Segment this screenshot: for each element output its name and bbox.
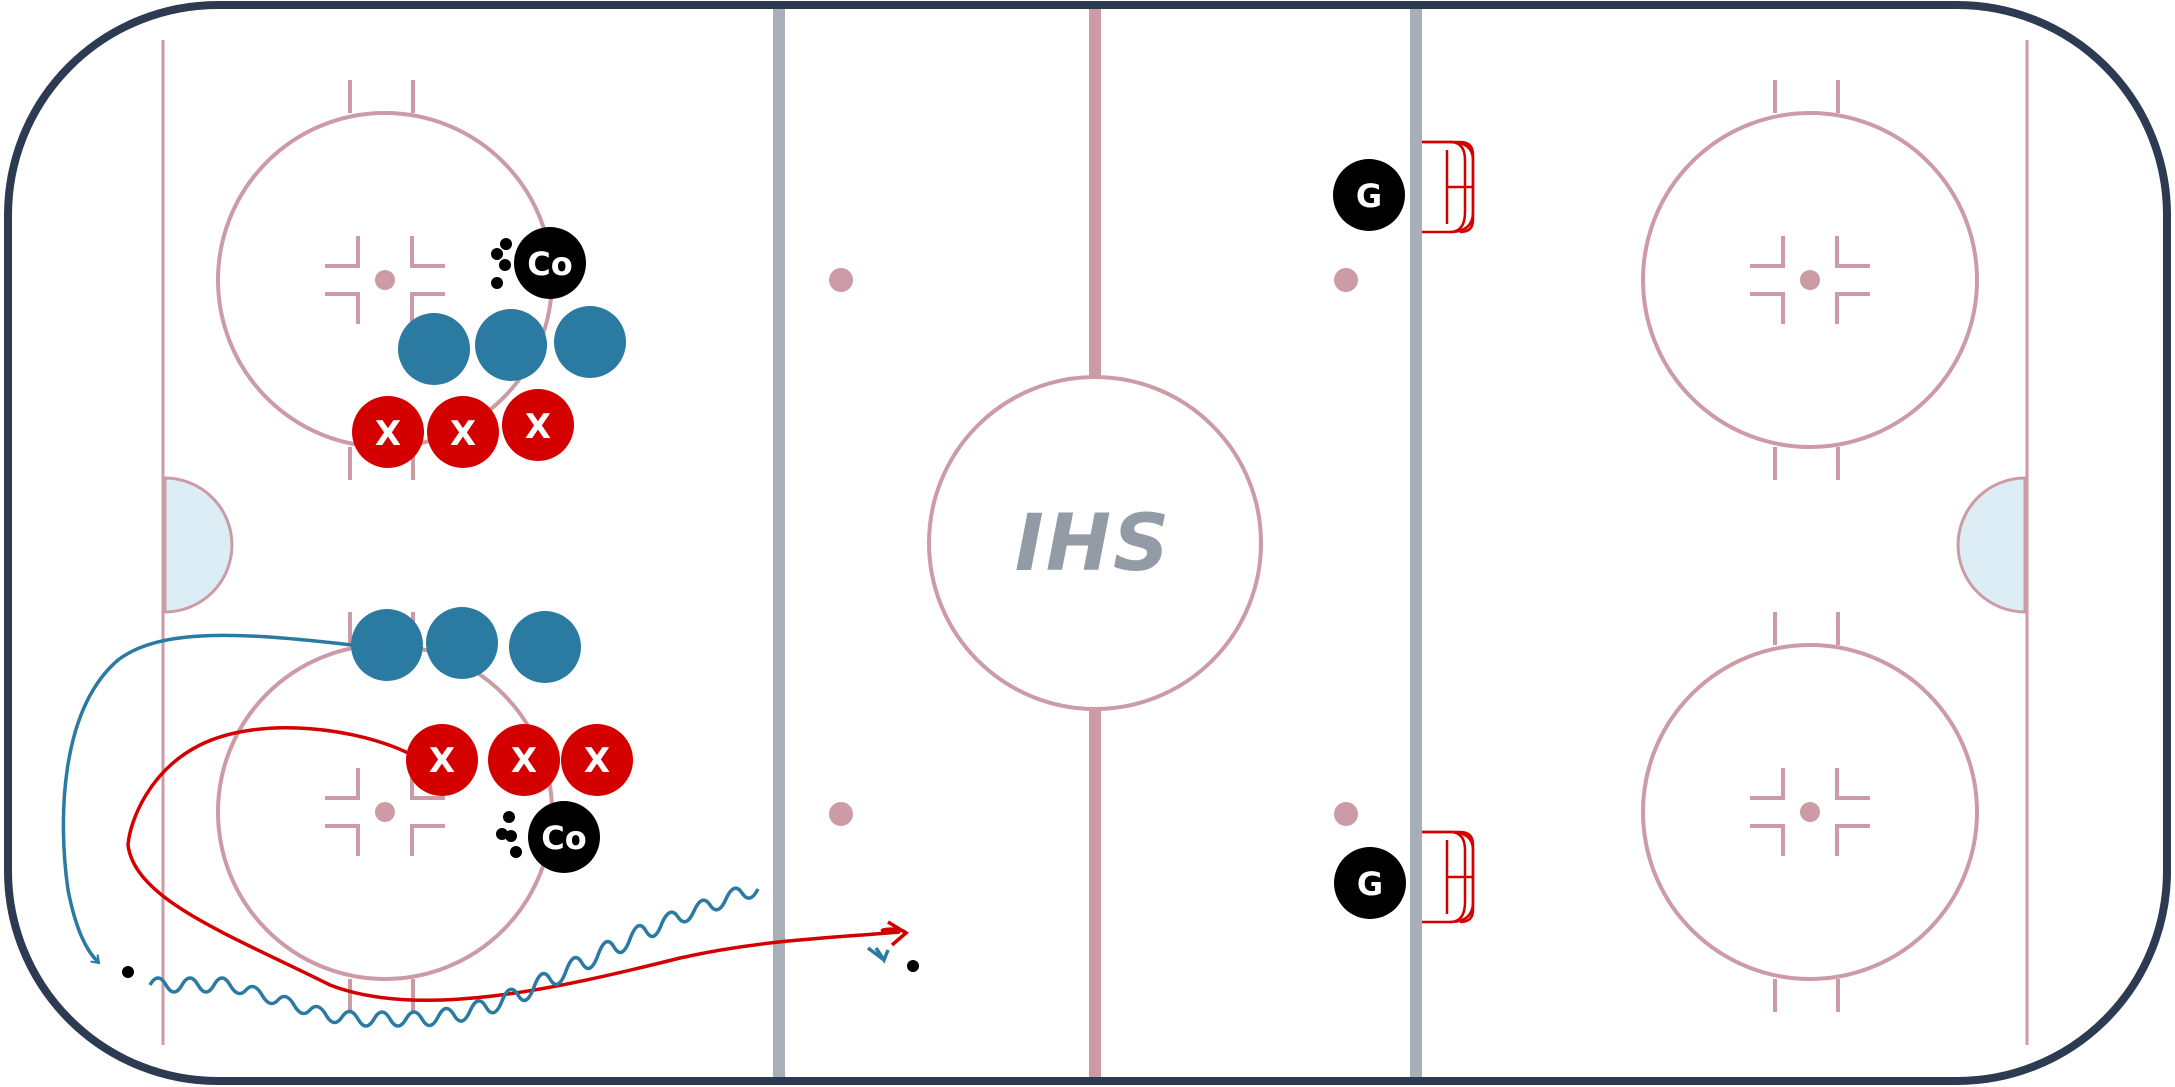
svg-text:G: G	[1356, 177, 1382, 215]
faceoff-dot	[829, 802, 853, 826]
svg-text:X: X	[429, 741, 455, 781]
faceoff-dot	[1334, 268, 1358, 292]
defender-token[interactable]: X	[352, 396, 424, 468]
blue-line-left	[773, 9, 785, 1077]
svg-text:IHS: IHS	[1015, 499, 1171, 589]
svg-text:G: G	[1357, 865, 1383, 903]
offense-player[interactable]	[351, 609, 423, 681]
puck-icon	[122, 966, 134, 978]
skate-path-red-arrowhead	[887, 920, 909, 947]
skate-path-blue	[61, 633, 353, 965]
svg-text:Co: Co	[541, 819, 586, 857]
defender-token[interactable]: X	[561, 724, 633, 796]
offense-player[interactable]	[475, 309, 547, 381]
faceoff-dot	[1334, 802, 1358, 826]
puck-carry-path	[148, 886, 760, 1028]
skate-path-red	[126, 726, 908, 1003]
faceoff-dot	[829, 268, 853, 292]
offense-player[interactable]	[398, 313, 470, 385]
goal-crease-right	[1956, 476, 2027, 614]
goal-net-bottom	[1422, 830, 1475, 924]
defender-token[interactable]: X	[427, 396, 499, 468]
defender-token[interactable]: X	[406, 724, 478, 796]
svg-text:X: X	[375, 414, 401, 454]
ihs-logo: IHS	[1015, 499, 1171, 589]
svg-text:X: X	[525, 407, 551, 447]
coach-token[interactable]: Co	[528, 801, 600, 873]
offense-player[interactable]	[509, 611, 581, 683]
svg-text:Co: Co	[527, 245, 572, 283]
svg-text:X: X	[511, 741, 537, 781]
faceoff-circle-bottom-right	[1641, 612, 1979, 1012]
puck-pile-icon	[496, 811, 522, 858]
center-faceoff-circle	[927, 375, 1263, 711]
goal-crease-left	[163, 476, 234, 614]
faceoff-circle-top-right	[1641, 80, 1979, 480]
blue-line-right	[1410, 9, 1422, 1077]
defender-token[interactable]: X	[502, 389, 574, 461]
puck-carry-arrowhead	[866, 946, 890, 964]
goalie-token[interactable]: G	[1334, 847, 1406, 919]
offense-player[interactable]	[554, 306, 626, 378]
goalie-token[interactable]: G	[1333, 159, 1405, 231]
coach-token[interactable]: Co	[514, 227, 586, 299]
puck-icon	[907, 960, 919, 972]
puck-pile-icon	[491, 238, 512, 289]
svg-text:X: X	[584, 741, 610, 781]
defender-token[interactable]: X	[488, 724, 560, 796]
goal-net-top	[1422, 140, 1475, 234]
svg-text:X: X	[450, 414, 476, 454]
offense-player[interactable]	[426, 607, 498, 679]
